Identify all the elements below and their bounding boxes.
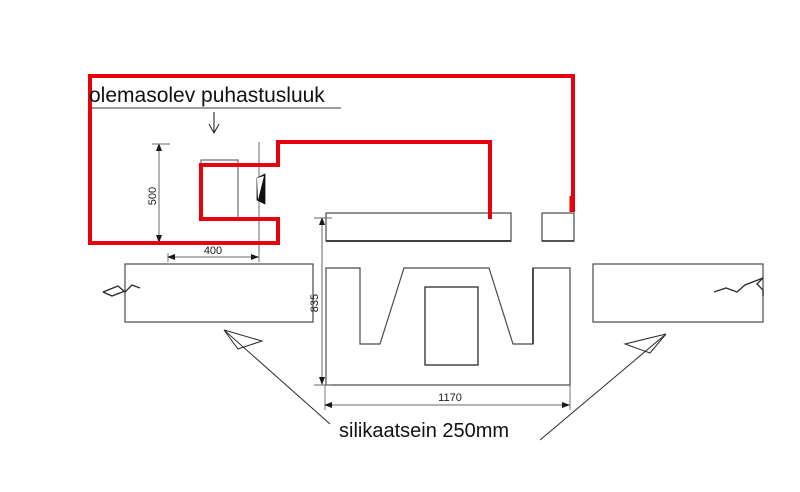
dimension-500: 500 [147, 143, 170, 243]
center-void-rect [424, 286, 479, 366]
highlight-box-left-bottom [88, 74, 280, 245]
existing-cleanout-outline [199, 140, 492, 245]
break-symbol-left-lower [102, 290, 126, 297]
cleanout-hatch-rect [200, 159, 239, 219]
dimension-400-text: 400 [204, 245, 222, 257]
break-symbol-left [102, 284, 141, 293]
right-wall-segment [592, 263, 764, 323]
dimension-500-text: 500 [147, 187, 159, 205]
door-swing-highlight [257, 176, 264, 200]
red-drop-line [488, 196, 573, 215]
left-wall-segment [102, 263, 314, 323]
cleanout-hatch [200, 142, 266, 253]
top-slab-rect [325, 212, 512, 242]
dimension-1170-text: 1170 [438, 392, 462, 404]
leader-left-line [223, 329, 331, 425]
dimension-835-text: 835 [309, 294, 321, 312]
chimney-section [325, 267, 571, 386]
right-small-block [541, 212, 575, 242]
leader-right-head [623, 333, 667, 354]
highlight-box-top-right [88, 74, 575, 212]
left-wall-rect [124, 263, 314, 323]
dimension-1170: 1170 [324, 385, 571, 410]
right-small-block-rect [541, 212, 575, 242]
leader-left [223, 329, 331, 425]
leader-right [539, 333, 667, 441]
right-wall-rect [592, 263, 764, 323]
break-symbol-right [713, 277, 764, 293]
bottom-note-text: silikaatsein 250mm [339, 420, 509, 442]
top-note-arrow [208, 112, 220, 135]
leader-left-head [223, 329, 264, 350]
highlight-box [88, 74, 575, 245]
top-slab-band [325, 212, 512, 242]
top-note-text: olemasolev puhastusluuk [89, 84, 325, 107]
break-symbol-right-lower [756, 277, 764, 296]
dimension-835: 835 [309, 217, 332, 386]
top-note-arrow-head [208, 123, 220, 135]
cleanout-outline-path [199, 140, 492, 245]
